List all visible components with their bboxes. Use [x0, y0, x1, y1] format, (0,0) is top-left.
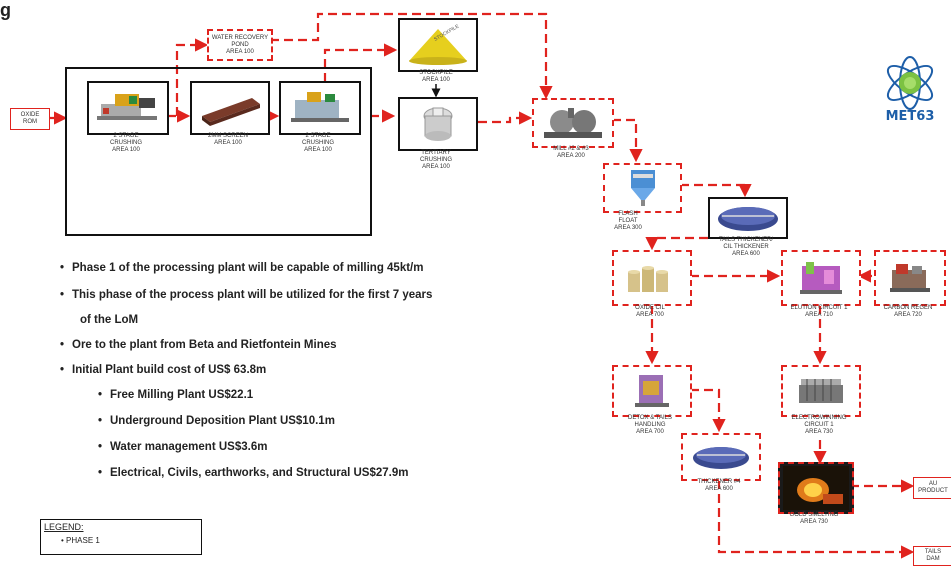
- tertiary-crushing-node: [398, 97, 478, 151]
- bullet-1: •Phase 1 of the processing plant will be…: [60, 262, 424, 274]
- oxide-cil-label: OXIDE CIL AREA 700: [635, 305, 665, 318]
- crushing-2-label: 2 STAGE CRUSHING AREA 100: [301, 133, 334, 153]
- slide-title-fragment: g: [0, 0, 11, 20]
- stockpile-icon: STOCKPILE: [409, 23, 467, 65]
- crushing-2-node: [279, 81, 361, 135]
- mill-icon: [544, 108, 602, 138]
- screen-node: [190, 81, 270, 135]
- met63-logo: MET63: [880, 55, 940, 125]
- gold-smelting-node: [778, 462, 854, 514]
- cil-tanks-icon: [628, 266, 668, 292]
- carbon-regen-node: [874, 250, 946, 306]
- arrow-crush2-to-stockpile: [323, 43, 398, 82]
- electrowinning-node: [781, 365, 861, 417]
- sub-bullet-3: •Water management US$3.6m: [98, 441, 268, 453]
- gold-smelting-label: GOLD SMELTING AREA 730: [789, 512, 839, 525]
- electrowinning-icon: [799, 379, 843, 403]
- crushing-1-label: 2 STAGE CRUSHING AREA 100: [109, 133, 142, 153]
- arrow-mill-to-flash: [612, 118, 643, 163]
- logo-text: MET63: [885, 109, 935, 124]
- screen-label: 2mm SCREEN AREA 100: [207, 133, 248, 146]
- water-recovery-pond-label: WATER RECOVERY POND AREA 100: [211, 34, 269, 55]
- elution-node: [781, 250, 861, 306]
- crusher-2-icon: [291, 92, 349, 122]
- tails-thickener-label: TAILS THICKENER/ CIL THICKENER AREA 600: [718, 237, 774, 257]
- bullet-2: •This phase of the process plant will be…: [60, 289, 433, 301]
- electrowinning-label: ELECTROWINNING CIRCUIT 1 AREA 730: [791, 415, 847, 435]
- thickener-4-icon: [693, 447, 749, 469]
- detox-node: [612, 365, 692, 417]
- carbon-regen-label: CARBON REGEN AREA 720: [883, 305, 933, 318]
- bullet-3: •Ore to the plant from Beta and Rietfont…: [60, 339, 337, 351]
- thickener-4-label: THICKENER #4 AREA 600: [697, 479, 741, 492]
- arrow-thickener4-to-dam: [717, 480, 915, 559]
- detox-icon: [635, 375, 669, 407]
- legend-box: LEGEND: • PHASE 1: [40, 519, 202, 555]
- tails-dam-box: TAILS DAM: [913, 546, 951, 566]
- bullet-4: •Initial Plant build cost of US$ 63.8m: [60, 364, 267, 376]
- mill-node: [532, 98, 614, 148]
- screen-icon: [202, 98, 260, 126]
- arrow-flash-to-thickener: [680, 183, 752, 198]
- tertiary-crusher-icon: [423, 107, 453, 141]
- oxide-rom-label: OXIDE ROM: [20, 112, 40, 125]
- atom-logo-icon: [886, 56, 934, 110]
- tertiary-crushing-label: TERTIARY CRUSHING AREA 100: [419, 150, 452, 170]
- gold-smelting-icon: [783, 466, 849, 510]
- stockpile-label: STOCKPILE AREA 100: [419, 70, 453, 83]
- legend-item: • PHASE 1: [61, 536, 100, 545]
- au-product-label: Au PRODUCT: [918, 481, 948, 494]
- flash-float-node: [603, 163, 682, 213]
- stockpile-node: STOCKPILE: [398, 18, 478, 72]
- oxide-cil-node: [612, 250, 692, 306]
- detox-label: DETOX & TAILS HANDLING AREA 700: [627, 415, 672, 435]
- water-recovery-pond-node: WATER RECOVERY POND AREA 100: [207, 29, 273, 61]
- phase1-enclosure: [65, 67, 372, 236]
- flash-float-icon: [630, 170, 655, 206]
- arrow-detox-to-thickener4: [690, 388, 726, 433]
- thickener-4-node: [681, 433, 761, 481]
- sub-bullet-1: •Free Milling Plant US$22.1: [98, 389, 254, 401]
- elution-icon: [800, 262, 842, 294]
- tails-thickener-node: [708, 197, 788, 239]
- arrow-tertiary-to-mill: [478, 111, 533, 125]
- flash-float-label: FLASH FLOAT AREA 300: [614, 211, 642, 231]
- sub-bullet-2: •Underground Deposition Plant US$10.1m: [98, 415, 335, 427]
- crusher-icon: [97, 94, 157, 120]
- au-product-box: Au PRODUCT: [913, 477, 951, 499]
- crushing-1-node: [87, 81, 169, 135]
- elution-label: ELUTION CIRCUIT 1 AREA 710: [790, 305, 848, 318]
- bullet-2-continuation: of the LoM: [80, 314, 139, 326]
- oxide-rom-box: OXIDE ROM: [10, 108, 50, 130]
- tails-dam-label: TAILS DAM: [924, 549, 942, 562]
- legend-title: LEGEND:: [44, 522, 84, 532]
- arrow-to-water-pond: [175, 38, 209, 116]
- mill-label: MILL #2 & #3 AREA 200: [553, 146, 589, 159]
- arrow-pond-to-mill: [270, 12, 553, 100]
- carbon-regen-icon: [890, 264, 930, 292]
- arrow-thickener-to-cil: [645, 236, 708, 251]
- sub-bullet-4: •Electrical, Civils, earthworks, and Str…: [98, 467, 409, 479]
- thickener-icon: [718, 207, 778, 231]
